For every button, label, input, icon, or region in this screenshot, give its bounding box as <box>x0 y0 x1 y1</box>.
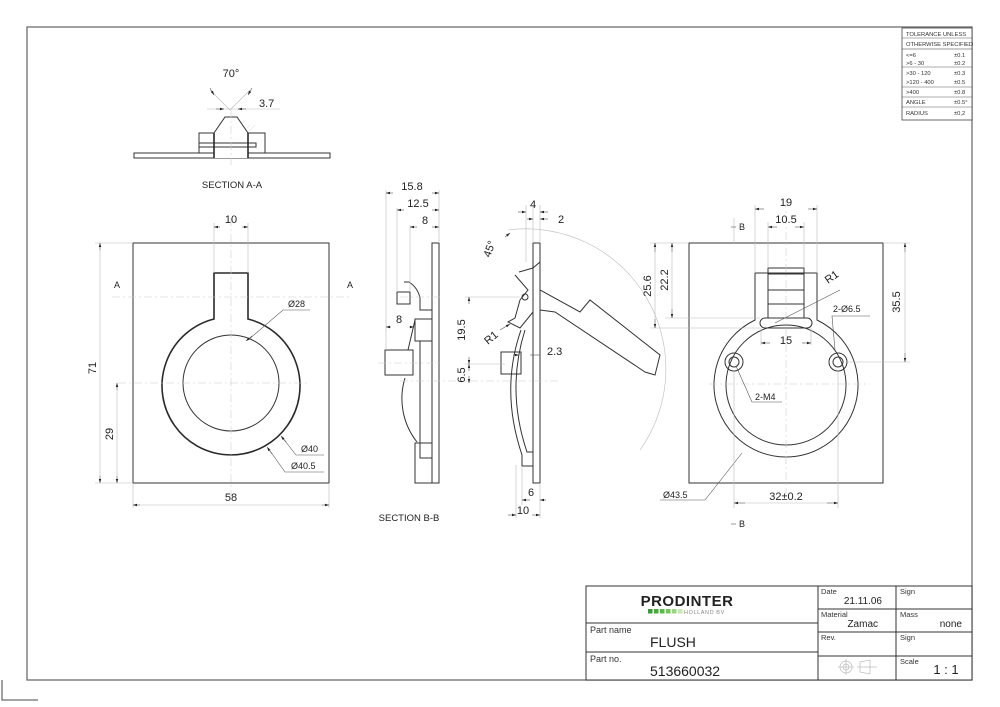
logo-square <box>648 609 653 614</box>
company-logo: PRODINTER <box>641 593 734 610</box>
company-logo-squares <box>648 609 683 614</box>
side-bottom-dim-1: 6 <box>528 487 534 499</box>
tolerance-range: >6 - 30 <box>906 61 924 67</box>
tolerance-value: ±0.1 <box>954 53 965 59</box>
projection-symbol-icon <box>838 659 877 675</box>
date-value: 21.11.06 <box>844 596 883 607</box>
rear-height-3: 35.5 <box>891 291 903 312</box>
front-slot-width: 10 <box>225 214 237 226</box>
front-outer-dia: Ø40.5 <box>291 461 316 471</box>
side-angle: 45° <box>482 239 499 259</box>
section-marker-a-right: A <box>347 280 353 290</box>
tolerance-value: ±0,2 <box>954 111 965 117</box>
front-center-height: 29 <box>104 428 116 440</box>
section-bb-dim-4: 8 <box>396 314 402 326</box>
side-height-2: 6.5 <box>456 367 468 382</box>
drawing-frame <box>26 26 973 681</box>
company-subtitle: HOLLAND BV <box>684 610 725 616</box>
section-bb-dim-1: 15.8 <box>401 181 422 193</box>
side-top-dim-2: 2 <box>558 214 564 226</box>
date-label: Date <box>821 587 837 596</box>
rear-thread: 2-M4 <box>755 392 776 402</box>
section-marker-b-top: B <box>739 222 745 232</box>
logo-square <box>666 609 671 614</box>
tolerance-value: ±0.8 <box>954 90 965 96</box>
title-block: PRODINTER HOLLAND BV Part name FLUSH Par… <box>585 585 973 681</box>
rear-ring-dia: Ø43.5 <box>663 490 688 500</box>
section-aa-width: 3.7 <box>259 98 274 110</box>
section-aa-title: SECTION A-A <box>202 180 263 191</box>
tolerance-value: ±0.2 <box>954 61 965 67</box>
part-no-label: Part no. <box>590 654 622 664</box>
side-view: 4 2 45° 19.5 6.5 R1 2.3 6 10 <box>456 199 667 518</box>
tolerance-header-1: TOLERANCE UNLESS <box>906 32 966 38</box>
front-ring-dia: Ø40 <box>301 444 318 454</box>
tolerance-range: RADIUS <box>906 111 928 117</box>
side-radius: R1 <box>482 329 500 347</box>
rev-label: Rev. <box>821 633 836 642</box>
side-height-1: 19.5 <box>456 319 468 340</box>
tolerance-range: >30 - 120 <box>906 71 931 77</box>
crop-mark <box>1 680 38 701</box>
front-view: 10 71 29 58 A A Ø28 Ø40 Ø40.5 <box>87 214 353 508</box>
side-bottom-dim-2: 10 <box>517 505 529 517</box>
section-marker-b-bottom: B <box>739 519 745 529</box>
side-offset: 2.3 <box>547 346 562 358</box>
rear-height-1: 25.6 <box>642 275 654 296</box>
part-name-value: FLUSH <box>650 634 696 650</box>
section-bb-view: 15.8 12.5 8 8 SECTION B-B <box>378 181 470 524</box>
logo-square <box>672 609 677 614</box>
material-label: Material <box>821 610 848 619</box>
rear-width-3: 15 <box>780 335 792 347</box>
scale-value: 1 : 1 <box>933 662 958 677</box>
sign2-label: Sign <box>900 633 915 642</box>
tolerance-range: ANGLE <box>906 100 926 106</box>
rear-holes: 2-Ø6.5 <box>833 304 861 314</box>
section-marker-a-left: A <box>114 280 120 290</box>
rear-view: 19 10.5 25.6 22.2 35.5 R1 2-Ø6.5 1 <box>642 197 910 529</box>
front-inner-dia: Ø28 <box>288 299 305 309</box>
tolerance-range: <=6 <box>906 53 916 59</box>
tolerance-header-2: OTHERWISE SPECIFIED <box>906 42 973 48</box>
material-value: Zamac <box>847 619 878 630</box>
front-height: 71 <box>87 362 99 374</box>
logo-square <box>660 609 665 614</box>
section-aa-view: 70° 3.7 SECTION A-A <box>133 68 331 191</box>
side-top-dim-1: 4 <box>530 199 536 211</box>
rear-width-1: 19 <box>780 197 792 209</box>
front-width: 58 <box>225 492 237 504</box>
rear-hole-spacing: 32±0.2 <box>769 491 803 503</box>
tolerance-value: ±0.5 <box>954 80 965 86</box>
tolerance-range: >120 - 400 <box>906 80 934 86</box>
part-name-label: Part name <box>590 625 632 635</box>
mass-label: Mass <box>900 610 918 619</box>
tolerance-value: ±0.5° <box>954 100 968 106</box>
scale-label: Scale <box>900 657 919 666</box>
logo-square <box>678 609 683 614</box>
rear-width-2: 10.5 <box>775 214 796 226</box>
rear-height-2: 22.2 <box>659 269 671 290</box>
logo-square <box>654 609 659 614</box>
rear-radius: R1 <box>823 269 841 287</box>
tolerance-range: >400 <box>906 90 919 96</box>
sign-label: Sign <box>900 587 915 596</box>
mass-value: none <box>940 619 963 630</box>
section-bb-dim-2: 12.5 <box>407 198 428 210</box>
section-bb-dim-3: 8 <box>422 215 428 227</box>
section-bb-title: SECTION B-B <box>379 513 440 524</box>
tolerance-table: TOLERANCE UNLESS OTHERWISE SPECIFIED <=6… <box>901 27 973 121</box>
part-no-value: 513660032 <box>650 663 720 679</box>
tolerance-value: ±0.3 <box>954 71 965 77</box>
section-aa-angle: 70° <box>223 68 240 80</box>
